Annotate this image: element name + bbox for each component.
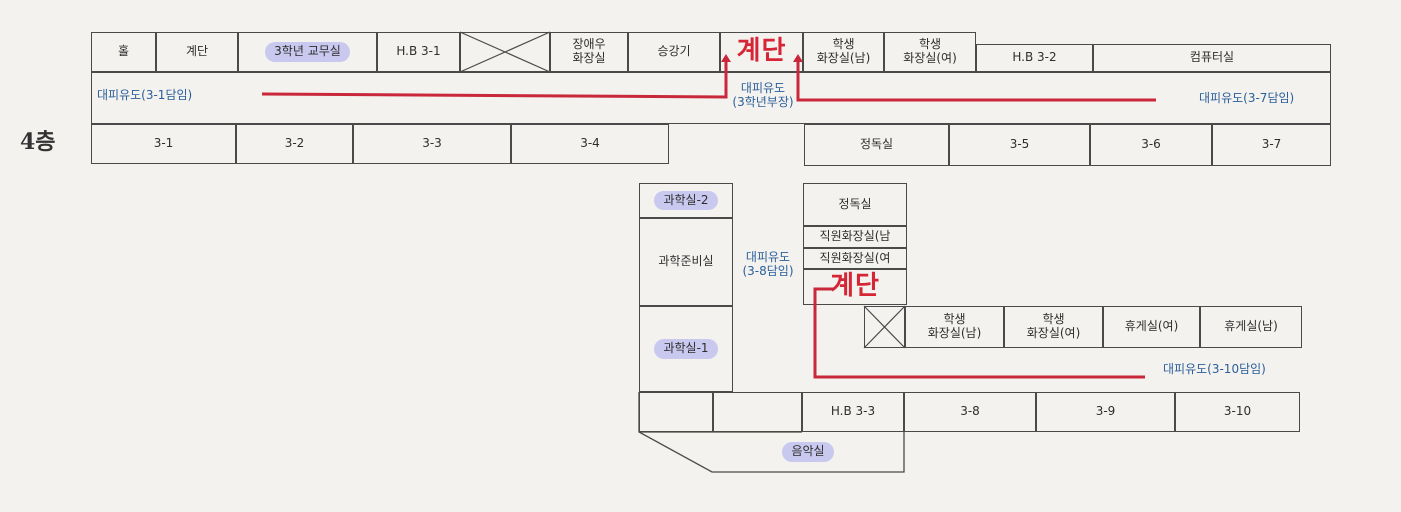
top-room-2: 3학년 교무실	[238, 32, 377, 72]
classroom-right-1-label: 3-5	[1009, 137, 1030, 152]
wing-left-room-2: 과학실-1	[639, 306, 733, 392]
classroom-right-2: 3-6	[1090, 124, 1212, 166]
lower-room-1-label: 학생 화장실(남)	[927, 312, 982, 340]
top-room-3-label: H.B 3-1	[396, 44, 441, 59]
top-room-6-label: 승강기	[657, 44, 691, 59]
top-room-4	[460, 32, 550, 72]
wing-mid-room-1: 직원화장실(남	[803, 226, 907, 248]
evac-route-lower	[813, 287, 1145, 379]
elevator-void-lower	[863, 305, 906, 349]
top-room-0: 홀	[91, 32, 156, 72]
lower-room-3: 휴게실(여)	[1103, 306, 1200, 348]
wing-left-room-1: 과학준비실	[639, 218, 733, 306]
classroom-right-3-label: 3-7	[1261, 137, 1282, 152]
top-room-1: 계단	[156, 32, 238, 72]
classroom-right-2-label: 3-6	[1141, 137, 1161, 152]
top-room-8: 학생 화장실(남)	[803, 32, 884, 72]
evac-label-center: 대피유도 (3학년부장)	[732, 81, 794, 109]
top-room-7-label: 계단	[736, 36, 787, 67]
bottom-room-1-label: 3-8	[960, 404, 980, 419]
top-room-10: H.B 3-2	[976, 44, 1093, 72]
top-room-10-label: H.B 3-2	[1012, 50, 1057, 65]
top-room-8-label: 학생 화장실(남)	[816, 37, 871, 65]
bottom-room-2-label: 3-9	[1095, 404, 1116, 419]
classroom-right-0-label: 정독실	[859, 137, 894, 152]
wing-left-room-2-label: 과학실-1	[654, 339, 718, 359]
classroom-3-4-label: 3-4	[580, 136, 600, 151]
classroom-right-3: 3-7	[1212, 124, 1331, 166]
bottom-room-0: H.B 3-3	[802, 392, 904, 432]
main-corridor	[91, 72, 1331, 124]
lower-room-2-label: 학생 화장실(여)	[1026, 312, 1081, 340]
music-room-outline	[638, 392, 905, 473]
evac-route-top	[261, 54, 1156, 102]
classroom-3-1: 3-1	[91, 124, 236, 164]
wing-left-room-0: 과학실-2	[639, 183, 733, 218]
bottom-room-2: 3-9	[1036, 392, 1175, 432]
classroom-3-3-label: 3-3	[422, 136, 442, 151]
lower-room-1: 학생 화장실(남)	[905, 306, 1004, 348]
classroom-3-1-label: 3-1	[153, 136, 174, 151]
music-room-label: 음악실	[782, 442, 834, 462]
top-room-3: H.B 3-1	[377, 32, 460, 72]
top-room-9: 학생 화장실(여)	[884, 32, 976, 72]
evac-label-wing: 대피유도 (3-8담임)	[742, 250, 794, 278]
wing-mid-room-3: 계단	[803, 269, 907, 305]
top-room-0-label: 홀	[117, 44, 130, 59]
wing-mid-room-2-label: 직원화장실(여	[819, 250, 891, 265]
classroom-3-3: 3-3	[353, 124, 511, 164]
wing-left-room-0-label: 과학실-2	[654, 190, 718, 211]
top-room-2-label: 3학년 교무실	[265, 42, 350, 62]
classroom-right-1: 3-5	[949, 124, 1090, 166]
top-room-7: 계단	[720, 32, 803, 72]
evac-label-lower: 대피유도(3-10담임)	[1163, 362, 1266, 376]
evac-label-right: 대피유도(3-7담임)	[1199, 91, 1295, 105]
lower-room-4: 휴게실(남)	[1200, 306, 1302, 348]
lower-room-4-label: 휴게실(남)	[1224, 319, 1278, 334]
top-room-9-label: 학생 화장실(여)	[903, 37, 957, 65]
music-room: 음악실	[712, 432, 904, 472]
bottom-room-0-label: H.B 3-3	[830, 404, 876, 419]
top-room-1-label: 계단	[185, 44, 209, 59]
wing-mid-room-1-label: 직원화장실(남	[819, 229, 891, 244]
bottom-room-3: 3-10	[1175, 392, 1300, 432]
bottom-room-1: 3-8	[904, 392, 1036, 432]
wing-mid-room-0-label: 정독실	[838, 196, 872, 211]
bottom-room-3-label: 3-10	[1223, 404, 1252, 419]
classroom-3-4: 3-4	[511, 124, 669, 164]
lower-room-3-label: 휴게실(여)	[1124, 319, 1179, 334]
top-room-5-label: 장애우 화장실	[572, 37, 606, 65]
top-room-11: 컴퓨터실	[1093, 44, 1331, 72]
classroom-3-2: 3-2	[236, 124, 353, 164]
classroom-3-2-label: 3-2	[284, 136, 305, 151]
wing-left-room-1-label: 과학준비실	[658, 254, 714, 269]
elevator-void-top	[459, 31, 551, 73]
lower-room-0	[864, 306, 905, 348]
lower-room-2: 학생 화장실(여)	[1004, 306, 1103, 348]
wing-mid-room-2: 직원화장실(여	[803, 248, 907, 269]
classroom-right-0: 정독실	[804, 124, 949, 166]
top-room-11-label: 컴퓨터실	[1189, 50, 1235, 65]
wing-mid-room-0: 정독실	[803, 183, 907, 226]
evac-label-left: 대피유도(3-1담임)	[97, 88, 193, 102]
top-room-5: 장애우 화장실	[550, 32, 628, 72]
wing-mid-room-3-label: 계단	[830, 271, 880, 302]
top-room-6: 승강기	[628, 32, 720, 72]
floor-label: 4층	[20, 129, 56, 155]
